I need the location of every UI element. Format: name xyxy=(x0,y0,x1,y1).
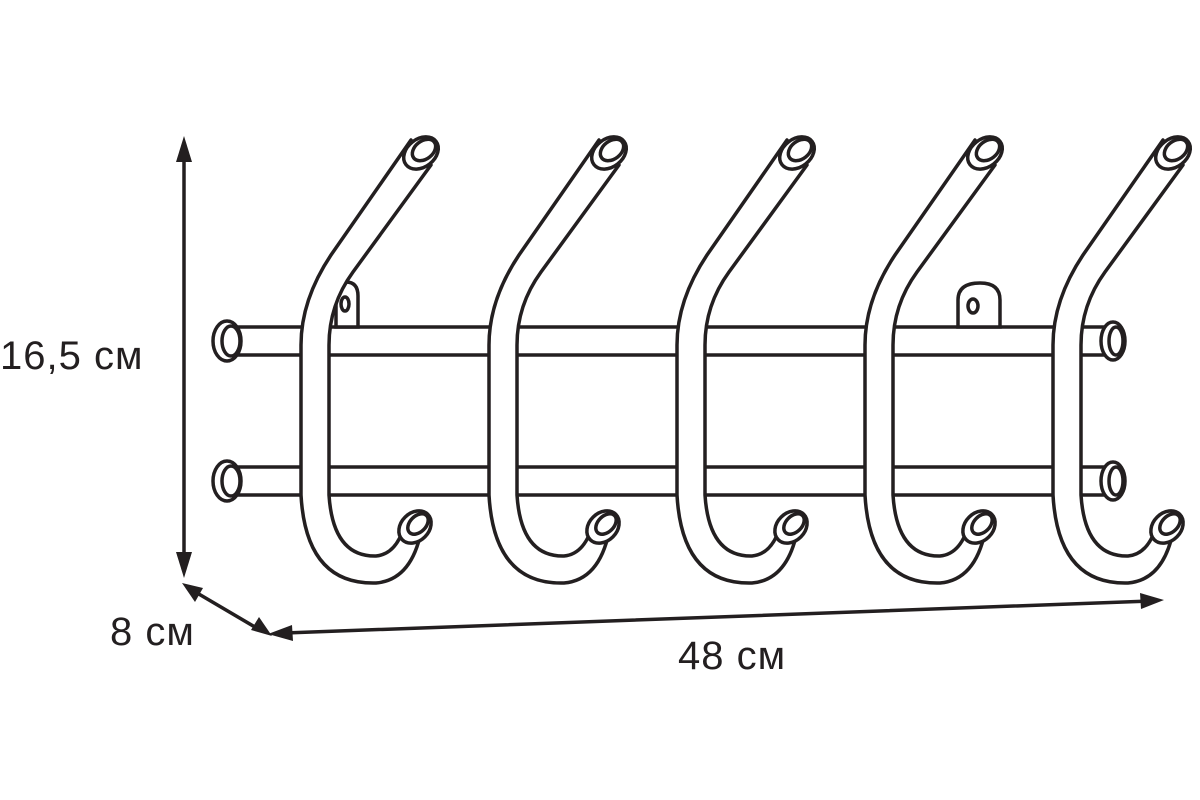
hook-tip-top xyxy=(589,135,629,171)
hooks xyxy=(299,135,1193,585)
hook-tip-bottom xyxy=(1149,509,1185,545)
hook-tip-bottom xyxy=(585,509,621,545)
hook-1 xyxy=(299,135,441,585)
hook-5 xyxy=(1051,135,1193,585)
hook-tip-top xyxy=(965,135,1005,171)
mounting-bracket-right xyxy=(956,281,1002,329)
height-dimension-line xyxy=(176,136,192,578)
hook-tip-bottom xyxy=(961,509,997,545)
depth-label: 8 см xyxy=(110,610,195,654)
hook-tip-bottom xyxy=(773,509,809,545)
rail-end-cap-right xyxy=(1099,320,1127,362)
height-label: 16,5 см xyxy=(0,334,144,378)
rails xyxy=(211,319,1127,503)
hook-tip-top xyxy=(401,135,441,171)
rail-end-cap-left xyxy=(211,319,243,363)
hook-2 xyxy=(487,135,629,585)
hook-tip-top xyxy=(1153,135,1193,171)
hook-4 xyxy=(863,135,1005,585)
rail-2 xyxy=(211,459,1127,503)
rail-end-cap-right xyxy=(1099,460,1127,502)
width-label: 48 см xyxy=(678,634,787,678)
depth-dimension-line xyxy=(182,583,272,636)
hook-tip-bottom xyxy=(397,509,433,545)
hook-3 xyxy=(675,135,817,585)
hook-tip-top xyxy=(777,135,817,171)
dimension-lines xyxy=(176,136,1164,641)
rail-end-cap-left xyxy=(211,459,243,503)
width-dimension-line xyxy=(268,593,1164,641)
